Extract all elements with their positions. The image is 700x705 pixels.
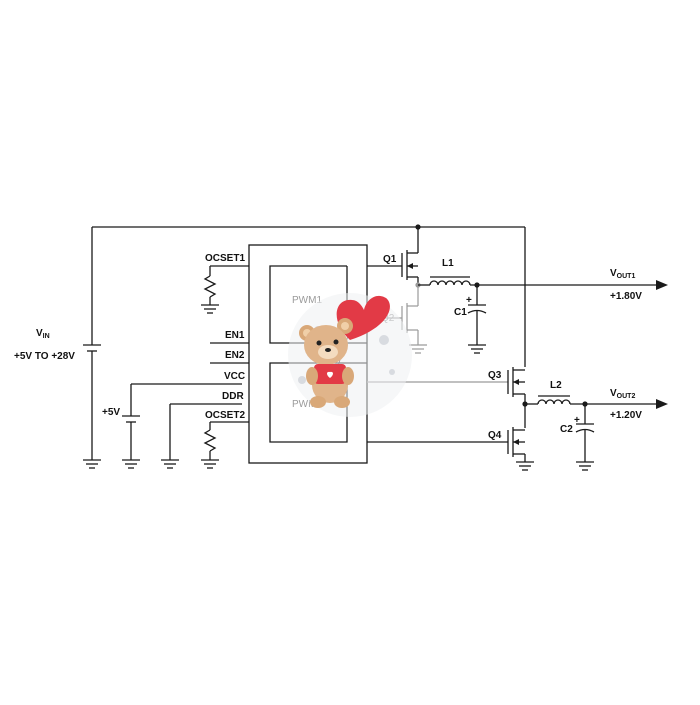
vout2-label: VOUT2 bbox=[610, 388, 635, 400]
c2-polarity: + bbox=[574, 415, 580, 426]
c1-label: C1 bbox=[454, 307, 467, 318]
pin-en2-label: EN2 bbox=[225, 350, 245, 361]
l2-label: L2 bbox=[550, 380, 562, 391]
c1-capacitor bbox=[467, 285, 487, 354]
q4-label: Q4 bbox=[488, 430, 502, 441]
q1-label: Q1 bbox=[383, 254, 397, 265]
supply-5v-label: +5V bbox=[102, 407, 120, 418]
teddy-bear-overlay bbox=[288, 293, 412, 417]
pin-ocset2 bbox=[201, 421, 249, 469]
pin-ocset2-label: OCSET2 bbox=[205, 410, 245, 421]
l2-inductor bbox=[525, 395, 668, 409]
c2-capacitor bbox=[575, 404, 595, 471]
q4-mosfet bbox=[367, 427, 534, 471]
vout2-value: +1.20V bbox=[610, 410, 642, 421]
l1-label: L1 bbox=[442, 258, 454, 269]
q3-mosfet bbox=[507, 367, 526, 428]
c2-label: C2 bbox=[560, 424, 573, 435]
vin-label: VIN bbox=[36, 328, 50, 340]
vin-range-label: +5V TO +28V bbox=[14, 351, 75, 362]
pin-ddr-label: DDR bbox=[222, 391, 244, 402]
vout1-label: VOUT1 bbox=[610, 268, 635, 280]
c1-polarity: + bbox=[466, 295, 472, 306]
ground-symbol bbox=[83, 459, 101, 469]
q1-mosfet bbox=[367, 227, 419, 285]
supply-5v-source bbox=[122, 383, 242, 469]
l1-inductor bbox=[418, 276, 668, 290]
pin-vcc-label: VCC bbox=[224, 371, 245, 382]
q3-label: Q3 bbox=[488, 370, 502, 381]
pwm1-label: PWM1 bbox=[292, 295, 322, 306]
pin-ocset1 bbox=[201, 265, 249, 314]
bear-icon bbox=[299, 318, 354, 408]
ddr-ground bbox=[161, 403, 242, 469]
pwm2-label: PWM2 bbox=[292, 399, 322, 410]
pin-en1-label: EN1 bbox=[225, 330, 245, 341]
vout1-value: +1.80V bbox=[610, 291, 642, 302]
pin-ocset1-label: OCSET1 bbox=[205, 253, 245, 264]
vin-source bbox=[83, 226, 525, 469]
